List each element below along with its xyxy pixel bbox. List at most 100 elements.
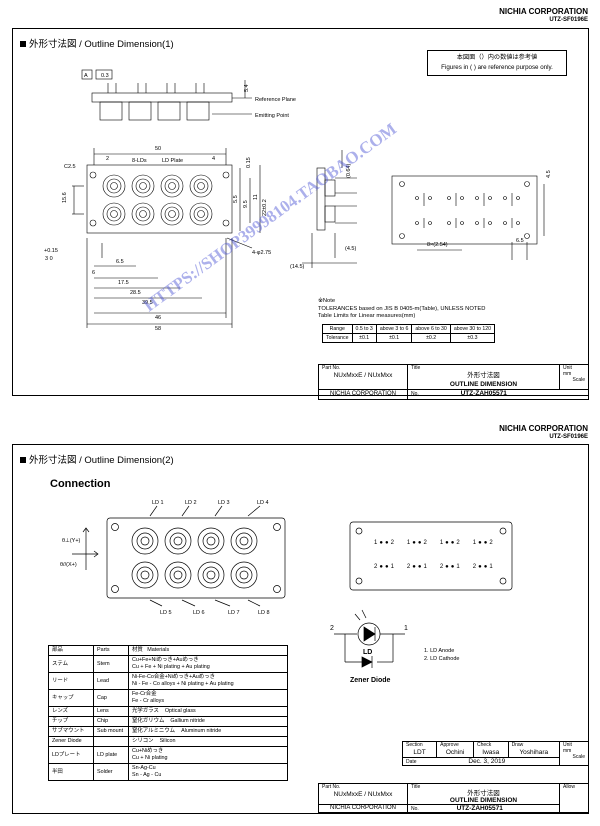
mat-jp: 半田 (48, 763, 94, 781)
c2-5-label: C2.5 (64, 164, 76, 170)
doc-number: UTZ-ZAH05571 (460, 390, 507, 397)
tol-cell: ±0.3 (449, 333, 496, 343)
back-view (391, 175, 545, 260)
ref-note-jp: 本図面（）内の数値は参考値 (456, 54, 538, 61)
mat-m1: シリコン (132, 738, 154, 744)
tol-header-cell: above 3 to 6 (375, 324, 413, 334)
dim-4-5-ref: (4.5) (345, 246, 356, 252)
dim-6-5: 6.5 (116, 259, 124, 265)
page1-frame (12, 28, 589, 396)
dim-5-5: 5.5 (233, 195, 239, 203)
page2-frame (12, 444, 589, 814)
tol-cell: ±0.1 (351, 333, 377, 343)
side-section-view (302, 150, 357, 268)
hole-label: 4-φ2.75 (252, 250, 271, 256)
connection-back-view (349, 521, 513, 591)
dim-15-6: 15.6 (62, 192, 68, 203)
tolerance-table-row: Tolerance ±0.1 ±0.1 ±0.2 ±0.3 (322, 333, 496, 343)
dim-11: 11 (253, 194, 259, 200)
title-jp-2: 外形寸法図 (467, 790, 500, 797)
page2-corp-header: NICHIA CORPORATION (499, 424, 588, 433)
tolerance-note: ※Note TOLERANCES based on JIS B 0405-m(T… (318, 298, 485, 321)
ld-2-label: LD 2 (185, 500, 197, 506)
ld-circles-bottom (102, 202, 213, 226)
ld-6-label: LD 6 (193, 610, 205, 616)
ld-circles-top (102, 174, 213, 198)
mat-header-en: Materials (147, 647, 170, 653)
ld-3-label: LD 3 (218, 500, 230, 506)
axis-x-label: θ//(X+) (60, 562, 77, 568)
dim-4: 4 (212, 156, 215, 162)
dim-58: 58 (155, 326, 161, 332)
mat-m1: Sn-Ag-Cu (132, 765, 156, 771)
title-label-2: Title (411, 784, 421, 790)
datum-a-label: A (84, 73, 88, 79)
doc-number-2: UTZ-ZAH05571 (456, 805, 503, 812)
dim-2: 2 (106, 156, 109, 162)
back-view-pins-bottom: 2●●1 2●●1 2●●1 2●●1 (374, 564, 495, 570)
pin-1-label: 1 (404, 625, 408, 632)
note-line-2: Table Limits for Linear measures(mm) (318, 313, 416, 319)
mat-en: LD plate (93, 746, 129, 764)
date-value: Dec. 3, 2019 (468, 758, 506, 765)
mat-m1: 光学ガラス (132, 708, 159, 714)
dim-50: 50 (155, 146, 161, 152)
mat-header-jp: 材質 (132, 647, 143, 653)
mat-m1: Cu+Niめっき (132, 748, 164, 754)
note-title: ※Note (318, 298, 336, 304)
pin-2-label: 2 (330, 625, 334, 632)
mat-header-cell: Parts (93, 645, 129, 656)
part-no-label: Part No. (322, 365, 341, 371)
ld-symbol-label: LD (363, 649, 372, 656)
approve-label: Approve (440, 742, 459, 748)
tolerance-table: Range 0.5 to 3 above 3 to 6 above 6 to 3… (322, 324, 496, 343)
scale-label: Scale (572, 377, 585, 383)
ld-1-label: LD 1 (152, 500, 164, 506)
mat-m2: Optical glass (164, 708, 196, 714)
dim-28-5: 28.5 (130, 290, 141, 296)
tol-cell: ±0.2 (411, 333, 451, 343)
title-block-corp-2: NICHIA CORPORATION (330, 805, 396, 811)
ld-7-label: LD 7 (228, 610, 240, 616)
page1-corp-header: NICHIA CORPORATION (499, 7, 588, 16)
mat-jp: LDプレート (48, 746, 94, 764)
mat-en: Lead (93, 672, 129, 690)
draw-label: Draw (511, 742, 524, 748)
back-view-pins-top: 1●●2 1●●2 1●●2 1●●2 (374, 540, 495, 546)
dim-3-0: 3 0 (45, 256, 53, 262)
part-no-label-2: Part No. (322, 784, 341, 790)
allow-label: Allow (563, 784, 575, 790)
unit-label: Unit (563, 365, 572, 371)
legend-cathode: 2. LD Cathode (424, 656, 459, 662)
note-line-1: TOLERANCES based on JIS B 0405-m(Table),… (318, 305, 486, 312)
materials-header: 部品 Parts 材質 Materials (48, 645, 288, 656)
dim-17-5: 17.5 (118, 280, 129, 286)
unit-value: mm (563, 371, 572, 377)
title-en-2: OUTLINE DIMENSION (449, 797, 518, 804)
connection-front-view (106, 505, 286, 607)
square-bullet-icon (20, 457, 26, 464)
dim-plus-0-15: +0.15 (44, 248, 58, 254)
mat-en: Sub mount (93, 726, 129, 737)
page2-doc-code: UTZ-SF0196E (549, 434, 588, 440)
mat-jp: チップ (48, 716, 94, 727)
dim-6: 6 (92, 270, 95, 276)
tolerance-table-header: Range 0.5 to 3 above 3 to 6 above 6 to 3… (322, 324, 496, 334)
axis-indicator (72, 527, 99, 570)
part-no-value: NUxMxxE / NUxMxx (333, 372, 393, 379)
check-label: Check (477, 742, 492, 748)
dim-9-5: 9.5 (243, 200, 249, 208)
dim-46: 46 (155, 315, 161, 321)
ld-count-label: 8-LDs (132, 158, 147, 164)
dim-4-5: 4.5 (546, 170, 552, 178)
ld-5-label: LD 5 (160, 610, 172, 616)
ld-4-label: LD 4 (257, 500, 269, 506)
tol-header-cell: above 30 to 120 (449, 324, 496, 334)
